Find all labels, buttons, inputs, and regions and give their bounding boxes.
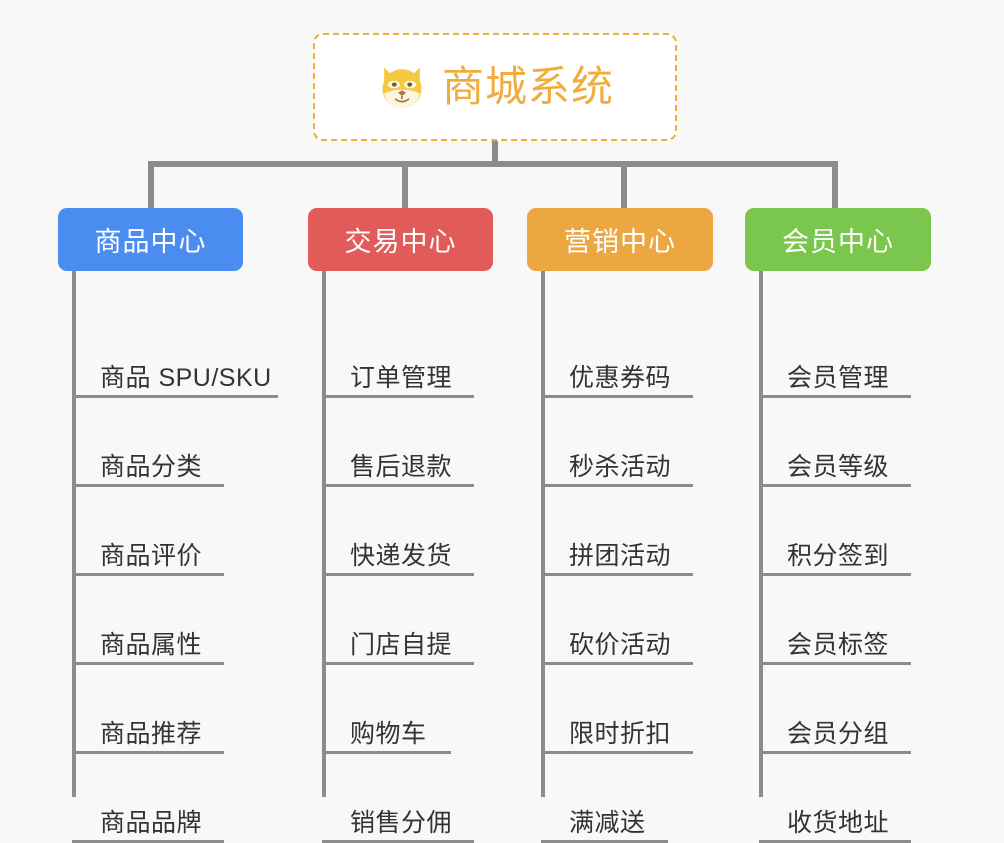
leaf-item[interactable]: 商品分类: [72, 441, 224, 487]
leaf-item[interactable]: 秒杀活动: [541, 441, 693, 487]
leaf-label: 会员管理: [787, 364, 890, 392]
branch-product-center: 商品中心 商品 SPU/SKU 商品分类 商品评价 商品属性 商品推荐 商品品牌: [58, 208, 278, 843]
root-stem-connector: [492, 141, 498, 167]
branch-header-marketing-center[interactable]: 营销中心: [527, 208, 713, 271]
branch-drop-connector-2: [621, 161, 627, 209]
leaf-label: 快递发货: [350, 542, 453, 570]
leaf-item[interactable]: 会员标签: [759, 619, 911, 665]
leaf-item[interactable]: 购物车: [322, 708, 451, 754]
leaf-item[interactable]: 商品属性: [72, 619, 224, 665]
leaf-label: 会员标签: [787, 631, 890, 659]
branch-trunk-trade-center: [322, 271, 326, 797]
branch-member-center: 会员中心 会员管理 会员等级 积分签到 会员标签 会员分组 收货地址: [745, 208, 931, 843]
leaf-item[interactable]: 拼团活动: [541, 530, 693, 576]
leaf-label: 满减送: [569, 809, 646, 837]
leaf-item[interactable]: 砍价活动: [541, 619, 693, 665]
leaf-item[interactable]: 会员分组: [759, 708, 911, 754]
leaf-label: 销售分佣: [350, 809, 453, 837]
leaf-item[interactable]: 优惠券码: [541, 352, 693, 398]
branch-header-trade-center[interactable]: 交易中心: [308, 208, 493, 271]
branch-marketing-center: 营销中心 优惠券码 秒杀活动 拼团活动 砍价活动 限时折扣 满减送: [527, 208, 713, 843]
branch-trunk-member-center: [759, 271, 763, 797]
leaf-item[interactable]: 收货地址: [759, 797, 911, 843]
leaf-label: 砍价活动: [569, 631, 672, 659]
leaf-item[interactable]: 商品品牌: [72, 797, 224, 843]
leaf-item[interactable]: 限时折扣: [541, 708, 693, 754]
root-title: 商城系统: [441, 63, 614, 110]
leaf-label: 商品分类: [100, 453, 203, 481]
branch-bus-connector: [148, 161, 838, 167]
leaf-item[interactable]: 快递发货: [322, 530, 474, 576]
leaf-label: 秒杀活动: [569, 453, 672, 481]
leaf-item[interactable]: 会员管理: [759, 352, 911, 398]
leaf-label: 会员分组: [787, 720, 890, 748]
leaf-item[interactable]: 商品 SPU/SKU: [72, 352, 278, 398]
leaf-item[interactable]: 门店自提: [322, 619, 474, 665]
branch-drop-connector-0: [148, 161, 154, 209]
branch-drop-connector-3: [832, 161, 838, 209]
leaf-item[interactable]: 积分签到: [759, 530, 911, 576]
leaf-label: 售后退款: [350, 453, 453, 481]
leaf-item[interactable]: 满减送: [541, 797, 668, 843]
leaf-label: 订单管理: [350, 364, 453, 392]
leaf-label: 商品品牌: [100, 809, 203, 837]
leaf-label: 商品推荐: [100, 720, 203, 748]
leaf-label: 收货地址: [787, 809, 890, 837]
leaf-item[interactable]: 商品推荐: [72, 708, 224, 754]
leaf-label: 优惠券码: [569, 364, 672, 392]
leaf-label: 积分签到: [787, 542, 890, 570]
leaf-label: 商品评价: [100, 542, 203, 570]
branch-header-member-center[interactable]: 会员中心: [745, 208, 931, 271]
branch-trade-center: 交易中心 订单管理 售后退款 快递发货 门店自提 购物车 销售分佣: [308, 208, 493, 843]
leaf-item[interactable]: 售后退款: [322, 441, 474, 487]
branch-trunk-marketing-center: [541, 271, 545, 797]
shiba-dog-face-icon: [382, 67, 422, 109]
leaf-label: 购物车: [350, 720, 427, 748]
branch-drop-connector-1: [402, 161, 408, 209]
leaf-label: 门店自提: [350, 631, 453, 659]
leaf-label: 商品属性: [100, 631, 203, 659]
leaf-label: 拼团活动: [569, 542, 672, 570]
leaf-item[interactable]: 会员等级: [759, 441, 911, 487]
branch-trunk-product-center: [72, 271, 76, 797]
leaf-item[interactable]: 商品评价: [72, 530, 224, 576]
leaf-label: 限时折扣: [569, 720, 672, 748]
leaf-item[interactable]: 订单管理: [322, 352, 474, 398]
leaf-item[interactable]: 销售分佣: [322, 797, 474, 843]
leaf-label: 会员等级: [787, 453, 890, 481]
leaf-label: 商品 SPU/SKU: [100, 364, 272, 392]
root-node[interactable]: 商城系统: [313, 33, 677, 141]
branch-header-product-center[interactable]: 商品中心: [58, 208, 243, 271]
